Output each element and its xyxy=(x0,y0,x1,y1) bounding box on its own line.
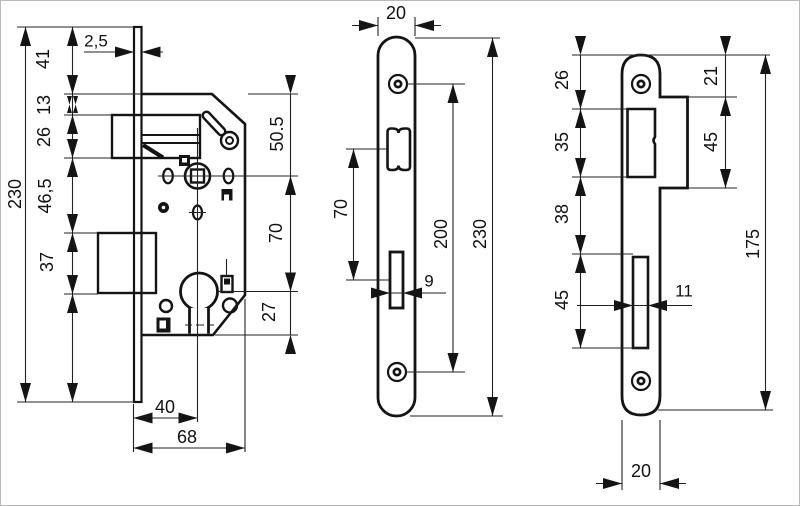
rivet-center xyxy=(161,205,166,210)
euro-cylinder-stem xyxy=(188,307,210,334)
latch-bolt xyxy=(110,113,202,160)
dim-top-to-latch-opening: 26 xyxy=(552,70,572,90)
dim-latch-height: 26 xyxy=(34,127,54,147)
side-view-dimensions: 230 41 13 26 46,5 37 2,5 50.5 70 27 40 6… xyxy=(5,26,298,454)
strike-view-dimensions: 26 35 38 45 21 45 175 11 20 xyxy=(552,36,773,490)
dim-faceplate-thickness: 2,5 xyxy=(84,32,108,51)
dim-screw-hole-spacing: 200 xyxy=(431,219,451,249)
cylinder-fixing-hole xyxy=(221,297,239,314)
dim-plate-width-front: 20 xyxy=(386,3,406,23)
dim-plate-length-front: 230 xyxy=(470,219,490,249)
latch-bolt-lines xyxy=(141,134,200,144)
dim-case-depth: 68 xyxy=(177,427,197,447)
faceplate-front-view xyxy=(376,35,417,418)
dim-lip-height: 45 xyxy=(701,132,721,152)
latch-spring-diagonal xyxy=(141,143,165,160)
faceplate-front xyxy=(376,35,417,418)
dim-bolt-height: 37 xyxy=(37,252,57,272)
dim-line-230-front xyxy=(410,37,503,417)
strike-screw-hole-top-pin xyxy=(639,82,643,86)
lock-body-side-view xyxy=(96,25,247,404)
dim-axis-distance: 70 xyxy=(266,223,286,243)
dim-backset: 40 xyxy=(155,397,175,417)
dim-latch-to-bolt: 46,5 xyxy=(35,178,55,213)
faceplate xyxy=(132,25,143,404)
screw-hole-top-pin xyxy=(396,82,400,86)
dim-bottom-offset: 27 xyxy=(259,302,279,322)
lever-pivot-inner xyxy=(225,136,234,145)
extension-lines-strike xyxy=(572,54,773,490)
dim-line-70-front xyxy=(346,148,390,281)
dim-follower-offset: 50.5 xyxy=(267,116,287,151)
strike-latch-opening xyxy=(626,107,657,179)
front-view-dimensions: 20 70 200 230 9 xyxy=(331,3,503,417)
extension-lines-left xyxy=(17,26,298,452)
spring-lever-inner xyxy=(204,113,224,134)
dim-latch-to-bolt-opening: 38 xyxy=(552,204,572,224)
small-hole-left xyxy=(158,298,174,314)
strike-screw-hole-bottom xyxy=(630,370,652,392)
dim-line-20-front xyxy=(352,17,441,36)
screw-hole-bottom-pin xyxy=(395,370,399,374)
lever-pivot-outer xyxy=(219,130,240,151)
latch-opening-front xyxy=(386,127,412,172)
dim-bolt-slot-width: 9 xyxy=(424,272,433,291)
dim-latch-to-bolt-axis: 70 xyxy=(331,199,351,219)
dim-line-200 xyxy=(406,83,465,373)
dim-bolt-opening-width: 11 xyxy=(675,282,693,301)
dim-bolt-opening-height: 45 xyxy=(552,290,572,310)
dim-top-to-case: 41 xyxy=(33,49,53,69)
stop-block-right-notch xyxy=(224,194,229,201)
small-guide-right-fill xyxy=(224,278,230,285)
dim-strike-plate-length: 175 xyxy=(743,229,763,259)
lock-case xyxy=(141,92,247,337)
strike-screw-hole-top xyxy=(630,73,652,95)
dim-total-height: 230 xyxy=(5,179,25,209)
dim-latch-opening-height: 35 xyxy=(552,132,572,152)
cylinder-arc-mask xyxy=(185,308,213,313)
stop-block-lower-left-notch xyxy=(159,320,166,329)
dim-strike-plate-width: 20 xyxy=(631,461,651,481)
deadbolt xyxy=(96,231,158,295)
dim-case-to-latch: 13 xyxy=(34,95,54,115)
strike-screw-hole-bottom-pin xyxy=(639,379,643,383)
dim-top-to-lip: 21 xyxy=(701,66,721,86)
latch-stop-notch xyxy=(182,158,187,163)
